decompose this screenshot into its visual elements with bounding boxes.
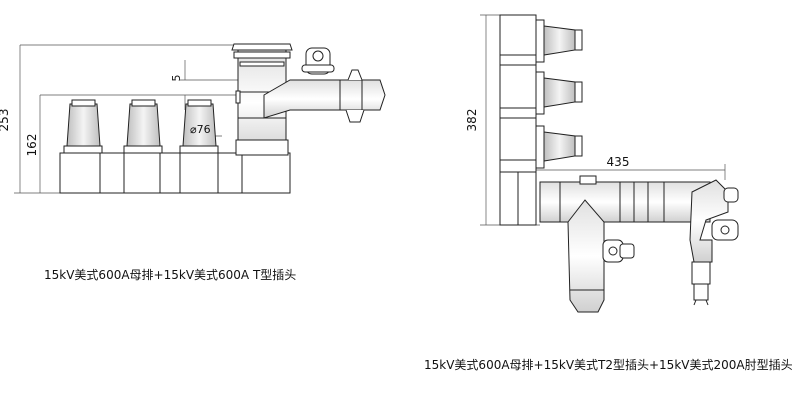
dim-382: 382	[465, 109, 479, 132]
side-bushing-2	[535, 71, 583, 115]
caption-right: 15kV美式600A母排+15kV美式T2型插头+15kV美式200A肘型插头	[424, 358, 793, 372]
lifting-eye-left	[301, 47, 335, 75]
side-bushing-1	[535, 19, 583, 63]
bus-body	[59, 152, 291, 194]
caption-left: 15kV美式600A母排+15kV美式600A T型插头	[44, 268, 297, 282]
dimension-lines-left	[14, 44, 242, 194]
bus-bushing-3	[179, 99, 219, 154]
bus-bushing-1	[63, 99, 103, 154]
cable-arm-left	[263, 69, 386, 123]
lifting-eye-right	[602, 239, 635, 263]
t2-connector-body	[539, 175, 711, 223]
figure-left-600a-bus-t-connector: 253 162 5 ⌀76	[0, 43, 386, 194]
figure-right-600a-bus-t2-elbow: 382 435	[465, 14, 739, 313]
dim-76: ⌀76	[190, 123, 211, 136]
dim-253: 253	[0, 109, 11, 132]
vertical-bus	[499, 14, 537, 226]
dim-162: 162	[25, 134, 39, 157]
side-bushing-3	[535, 125, 583, 169]
dim-435: 435	[607, 155, 630, 169]
dim-5: 5	[170, 75, 183, 82]
t2-cable-arm	[567, 199, 605, 313]
bus-bushing-2	[123, 99, 163, 154]
elbow-connector	[689, 179, 739, 306]
